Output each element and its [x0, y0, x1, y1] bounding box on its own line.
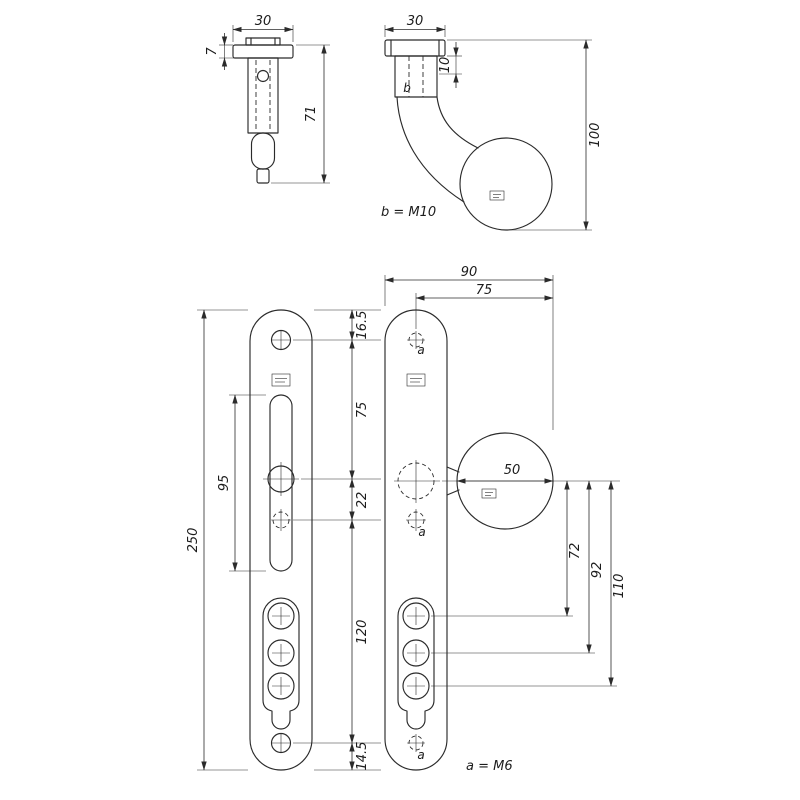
thread-hole-top: a: [407, 331, 425, 357]
handle-hub-hole: [263, 462, 299, 496]
dim-label-h1: 72: [568, 543, 583, 560]
dim-label-h3: 110: [612, 574, 627, 599]
note-a-m6: a = M6: [466, 759, 513, 774]
lock-hole-2: [267, 639, 295, 667]
dim-knob-neck: 10: [438, 42, 462, 88]
cylinder-hole-hidden-right: a: [406, 509, 426, 539]
screw-hole-top-left: [270, 329, 292, 351]
dim-label-support-width: 30: [255, 14, 272, 29]
dim-label-bottom-edge: 14.5: [355, 742, 370, 771]
lock-hole-3: [267, 672, 295, 700]
dim-support-height: 71: [271, 44, 330, 184]
dim-label-axis-to-knob: 75: [476, 283, 493, 298]
plate-left: [249, 309, 313, 771]
dim-label-screw-to-hub: 75: [355, 402, 370, 419]
dim-label-knob-neck: 10: [438, 57, 453, 74]
handle-slot: [269, 394, 293, 572]
dim-overall-90: 90: [384, 265, 554, 430]
dim-label-cyl-to-screw: 120: [355, 620, 370, 645]
hole-label-a-bottom: a: [417, 748, 424, 762]
dim-label-overall: 90: [461, 265, 478, 280]
dim-knob-width: 30: [384, 14, 446, 37]
dim-label-support-flange: 7: [205, 47, 220, 56]
lock-hole-1r: [402, 602, 430, 630]
brand-mark: [481, 488, 497, 499]
knob-neck-line: [446, 466, 460, 473]
view-knob-side: 30 10 100 b b = M10: [381, 14, 603, 231]
bore-label-b: b: [403, 81, 411, 95]
screw-hole-bottom-left: [270, 732, 292, 754]
dim-label-slot: 95: [217, 475, 232, 492]
cylinder-hole-hidden: [271, 509, 291, 531]
view-support-side: 30 7 71: [205, 14, 330, 184]
dim-label-knob-height: 100: [588, 123, 603, 148]
keyhole-slot: [262, 597, 300, 730]
lock-hole-1: [267, 602, 295, 630]
dim-knob-height: 100: [447, 39, 603, 231]
hole-label-a-top: a: [417, 343, 424, 357]
plate-right-outline: [384, 309, 448, 771]
dim-label-hub-to-cyl: 22: [355, 492, 370, 509]
support-part-outline: [232, 37, 294, 184]
dim-label-knob-width: 30: [407, 14, 424, 29]
dim-label-top-edge: 16.5: [355, 311, 370, 340]
note-b-m10: b = M10: [381, 205, 436, 220]
brand-mark: [406, 373, 426, 387]
plate-right: a a: [384, 309, 554, 771]
hole-label-a-mid: a: [418, 525, 425, 539]
dim-total-250: 250: [186, 309, 248, 771]
brand-mark: [489, 190, 505, 201]
knob-part-outline: [384, 39, 553, 231]
view-plates-front: 95 250 16.5 75 22 120 14.5: [186, 265, 627, 774]
dim-chain-vertical: 16.5 75 22 120 14.5: [293, 309, 381, 771]
knob-hub-hidden: [394, 460, 440, 503]
dim-slot-95: 95: [217, 394, 266, 572]
lock-hole-3r: [402, 672, 430, 700]
knob-neck-line: [446, 489, 460, 496]
thread-hole-bottom: a: [407, 734, 425, 762]
dim-right-stack: 50 72 92 110: [431, 463, 627, 687]
dim-label-total-height: 250: [186, 528, 201, 553]
plate-left-outline: [249, 309, 313, 771]
dim-label-support-height: 71: [304, 106, 319, 123]
dim-label-knob-diameter: 50: [504, 463, 521, 478]
dim-support-width: 30: [232, 14, 294, 42]
dim-support-flange: 7: [205, 33, 248, 70]
brand-mark: [271, 373, 291, 387]
dim-axis-75: 75: [415, 283, 554, 329]
dim-label-h2: 92: [590, 562, 605, 579]
keyhole-slot-right: [397, 597, 435, 730]
lock-hole-2r: [402, 639, 430, 667]
